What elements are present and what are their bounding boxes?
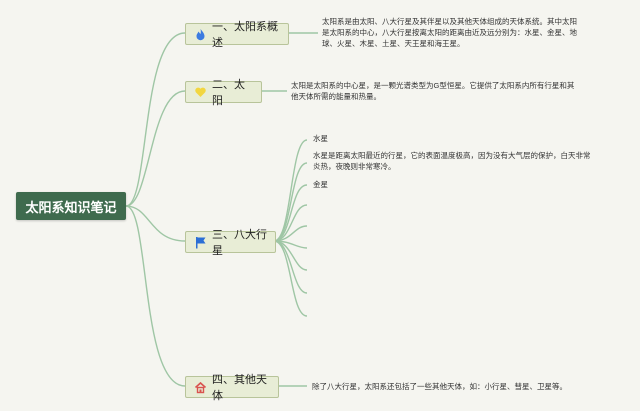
heart-icon <box>194 86 207 99</box>
leaf-item: 金星 <box>313 180 328 189</box>
root-title: 太阳系知识笔记 <box>25 199 117 215</box>
topic-label: 三、八大行星 <box>212 229 267 257</box>
topic-label: 四、其他天体 <box>212 374 267 402</box>
topic-note: 除了八大行星，太阳系还包括了一些其他天体，如：小行星、彗星、卫星等。 <box>312 382 567 391</box>
house-icon <box>194 381 207 394</box>
topic-note: 太阳是太阳系的中心星，是一颗光谱类型为G型恒星。它提供了太阳系内所有行星和其他天… <box>291 81 575 101</box>
flag-icon <box>194 236 207 249</box>
topic-label: 二、太阳 <box>212 79 245 107</box>
topic-planets[interactable]: 三、八大行星 <box>185 229 276 257</box>
topic-note: 太阳系是由太阳、八大行星及其伴星以及其他天体组成的天体系统。其中太阳是太阳系的中… <box>322 17 577 48</box>
leaf-item: 水星 <box>313 134 328 143</box>
topic-sun[interactable]: 二、太阳 <box>185 79 262 107</box>
topic-other-bodies[interactable]: 四、其他天体 <box>185 374 279 402</box>
topic-overview[interactable]: 一、太阳系概述 <box>185 21 289 49</box>
root-topic[interactable]: 太阳系知识笔记 <box>16 192 126 220</box>
leaf-item: 水星是距离太阳最近的行星，它的表面温度极高，因为没有大气层的保护，白天非常炎热，… <box>313 151 591 171</box>
fire-icon <box>194 28 207 41</box>
topic-label: 一、太阳系概述 <box>212 21 278 49</box>
